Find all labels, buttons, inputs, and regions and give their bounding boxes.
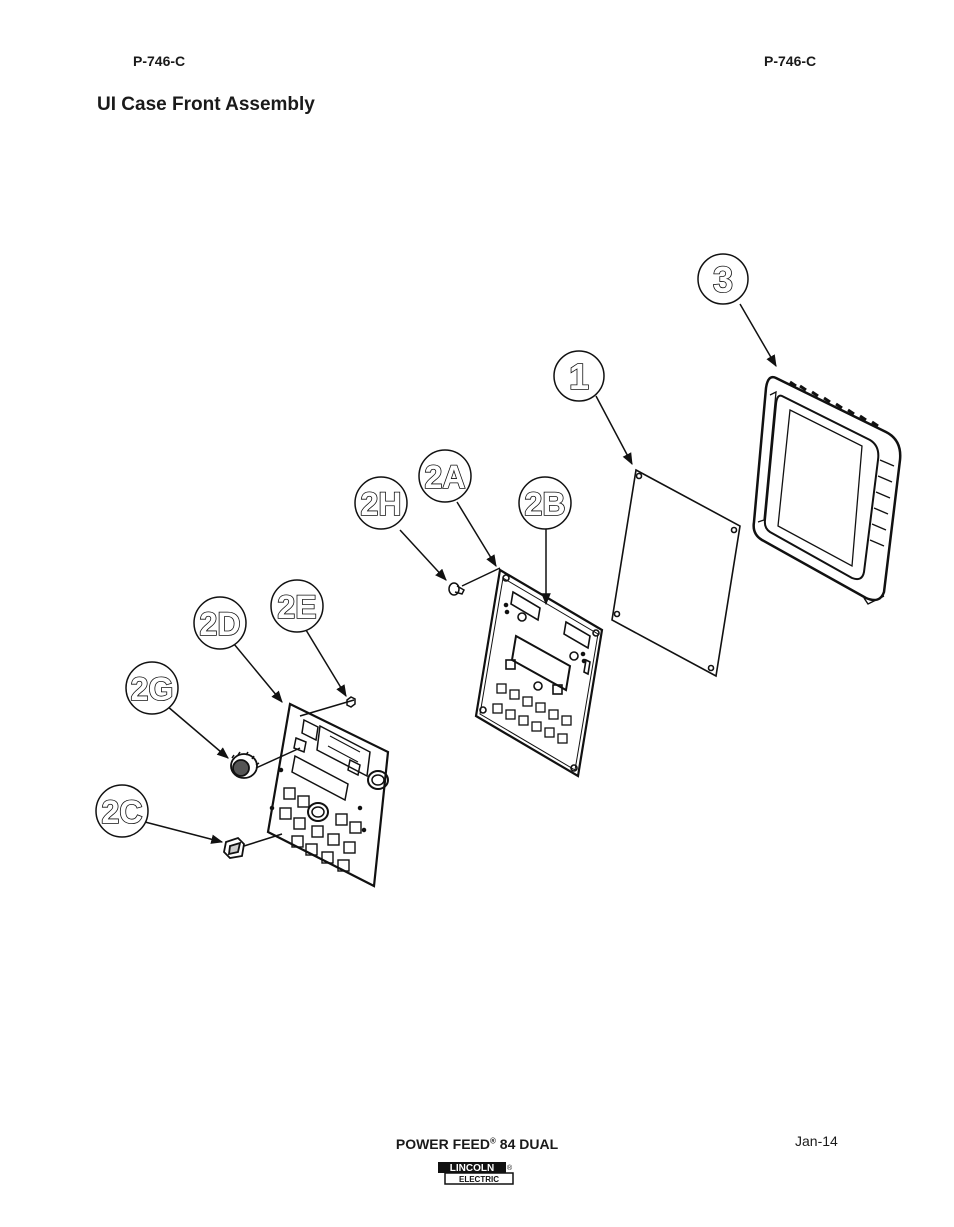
callout-2A: 2A <box>418 449 472 503</box>
screw-part <box>448 582 465 596</box>
svg-text:2H: 2H <box>361 486 402 522</box>
svg-text:3: 3 <box>713 259 733 300</box>
callout-2D: 2D <box>193 596 247 650</box>
callout-2C: 2C <box>95 784 149 838</box>
case-front-frame <box>752 375 902 605</box>
keycap-part <box>223 836 245 859</box>
svg-text:2A: 2A <box>425 459 466 495</box>
footer-date: Jan-14 <box>795 1133 838 1149</box>
callout-2E: 2E <box>270 579 324 633</box>
footer-product-name: POWER FEED® 84 DUAL <box>0 1136 954 1152</box>
callout-3: 3 <box>697 253 749 305</box>
svg-text:2G: 2G <box>131 671 174 707</box>
leader-lines <box>144 303 777 847</box>
svg-text:2B: 2B <box>525 486 566 522</box>
page-title: UI Case Front Assembly <box>97 94 315 115</box>
callout-2H: 2H <box>354 476 408 530</box>
header-part-code-left: P-746-C <box>133 53 186 69</box>
header-part-code-right: P-746-C <box>764 53 817 69</box>
display-panel <box>474 568 604 778</box>
product-name: POWER FEED <box>395 1136 490 1152</box>
product-model: 84 DUAL <box>499 1136 559 1152</box>
svg-text:2D: 2D <box>200 606 241 642</box>
svg-text:2C: 2C <box>102 794 143 830</box>
circuit-board <box>266 702 390 888</box>
callout-1: 1 <box>553 350 605 402</box>
logo-registered-mark: ® <box>507 1164 513 1172</box>
knob-part <box>230 751 260 779</box>
logo-bottom-text: ELECTRIC <box>459 1175 499 1184</box>
callout-2B: 2B <box>518 476 572 530</box>
lincoln-electric-logo: LINCOLN ELECTRIC ® <box>438 1162 514 1185</box>
nut-part <box>346 696 356 708</box>
svg-text:2E: 2E <box>277 589 316 625</box>
gasket-panel <box>611 468 741 678</box>
callout-2G: 2G <box>125 661 179 715</box>
svg-text:1: 1 <box>569 356 589 397</box>
logo-top-text: LINCOLN <box>450 1163 494 1174</box>
registered-mark: ® <box>489 1136 496 1146</box>
